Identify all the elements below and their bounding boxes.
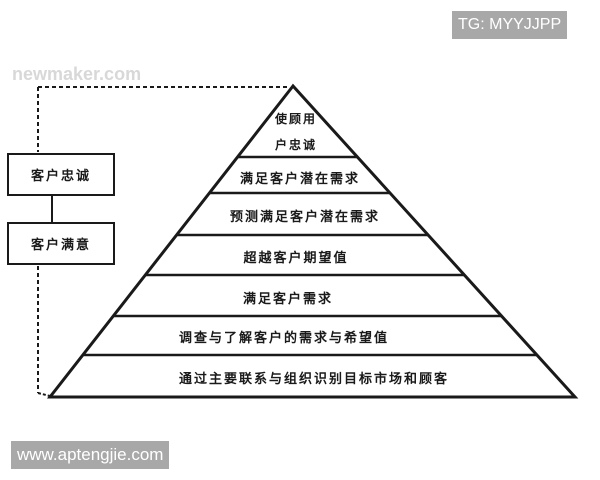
layer-label-7: 通过主要联系与组织识别目标市场和顾客 (178, 372, 450, 387)
side-box-customer-loyalty: 客户忠诚 (7, 153, 115, 196)
layer-label-2: 满足客户潜在需求 (239, 172, 361, 187)
side-box-customer-satisfaction: 客户满意 (7, 222, 115, 265)
watermark-tag-bottom-left: www.aptengjie.com (11, 441, 170, 469)
pyramid-outline (46, 83, 579, 399)
layer-label-5: 满足客户需求 (242, 292, 334, 307)
layer-label-apex-line2: 户忠诚 (274, 138, 318, 152)
layer-label-6: 调查与了解客户的需求与希望值 (178, 331, 390, 346)
dashed-connector (37, 392, 51, 397)
layer-label-apex-line1: 使顾用 (274, 112, 318, 126)
layer-label-4: 超越客户期望值 (243, 251, 349, 266)
layer-label-3: 预测满足客户潜在需求 (229, 210, 381, 225)
faint-watermark: newmaker.com (12, 64, 142, 84)
watermark-tag-top-right: TG: MYYJJPP (452, 11, 568, 39)
